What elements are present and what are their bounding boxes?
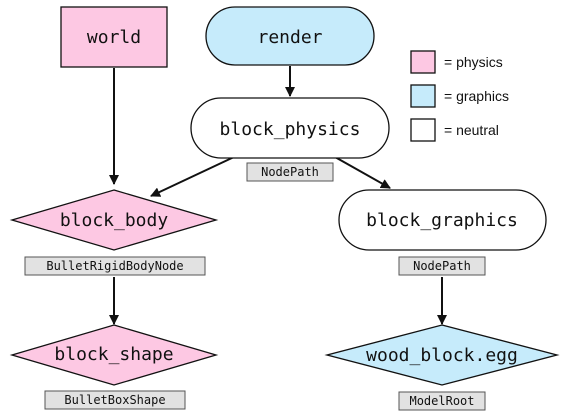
wood-block-tag-box [398, 391, 486, 411]
legend-label-neutral: = neutral [444, 122, 499, 138]
block-body-label: block_body [60, 210, 169, 231]
legend-swatch-graphics [410, 84, 436, 108]
block-shape-tag: BulletBoxShape [64, 393, 165, 407]
world-shape [60, 6, 168, 68]
block-graphics-tag: NodePath [413, 259, 471, 273]
block-body-tag-box [24, 256, 206, 276]
legend-item-neutral: = neutral [410, 118, 499, 142]
node-block-shape: block_shape BulletBoxShape [9, 324, 219, 410]
legend-swatch-physics [410, 50, 436, 74]
node-block-physics: block_physics NodePath [190, 97, 390, 182]
block-body-shape [9, 189, 219, 251]
node-block-body: block_body BulletRigidBodyNode [9, 189, 219, 276]
world-label: world [87, 27, 141, 48]
block-graphics-label: block_graphics [366, 210, 518, 231]
block-physics-tag: NodePath [261, 165, 319, 179]
block-shape-shape [9, 324, 219, 386]
block-physics-tag-box [246, 162, 334, 182]
render-label: render [257, 27, 322, 48]
legend-label-physics: = physics [444, 54, 503, 70]
wood-block-label: wood_block.egg [366, 345, 518, 366]
edge-block-physics-to-block-graphics [334, 156, 391, 189]
block-physics-label: block_physics [220, 119, 361, 140]
block-graphics-tag-box [398, 256, 486, 276]
render-shape [205, 6, 375, 66]
block-shape-tag-box [44, 390, 186, 410]
block-shape-label: block_shape [54, 344, 173, 365]
block-body-tag: BulletRigidBodyNode [46, 259, 183, 273]
node-render: render [205, 6, 375, 66]
node-world: world [60, 6, 168, 68]
legend-swatch-neutral [410, 118, 436, 142]
block-physics-shape [190, 97, 390, 159]
legend-label-graphics: = graphics [444, 88, 509, 104]
block-graphics-shape [338, 189, 547, 251]
wood-block-tag: ModelRoot [409, 394, 474, 408]
wood-block-shape [324, 324, 560, 386]
node-wood-block: wood_block.egg ModelRoot [324, 324, 560, 411]
node-block-graphics: block_graphics NodePath [338, 189, 547, 276]
edge-block-physics-to-block-body [150, 156, 235, 197]
legend: = physics = graphics = neutral [410, 50, 509, 142]
legend-item-physics: = physics [410, 50, 503, 74]
legend-item-graphics: = graphics [410, 84, 509, 108]
